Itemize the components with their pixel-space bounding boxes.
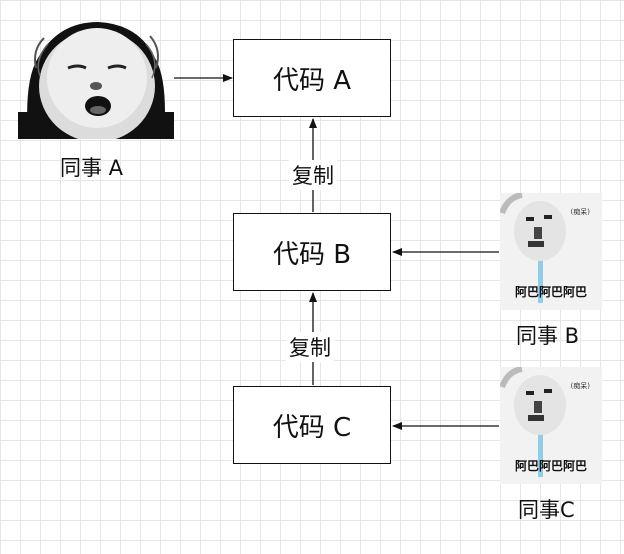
copy-label-c-to-b: 复制 — [286, 332, 334, 362]
person-c-face-icon — [500, 367, 602, 484]
code-b-label: 代码 B — [272, 239, 352, 270]
code-b-box: 代码 B — [233, 213, 391, 291]
code-c-box: 代码 C — [233, 386, 391, 464]
person-a-face-icon — [18, 22, 174, 139]
code-c-label: 代码 C — [272, 412, 352, 443]
person-a-label: 同事 A — [60, 156, 124, 180]
person-b-label: 同事 B — [516, 324, 580, 348]
person-c-avatar: (痴呆) 阿巴阿巴阿巴 — [500, 367, 602, 484]
person-c-meme-tag: (痴呆) — [570, 382, 590, 390]
person-c-label: 同事C — [518, 498, 575, 522]
copy-label-b-to-a: 复制 — [289, 160, 337, 190]
code-a-label: 代码 A — [272, 65, 352, 96]
code-a-box: 代码 A — [233, 39, 391, 117]
person-b-avatar: (痴呆) 阿巴阿巴阿巴 — [500, 193, 602, 310]
person-a-avatar — [18, 20, 174, 139]
person-b-meme-caption: 阿巴阿巴阿巴 — [514, 285, 587, 299]
person-b-meme-tag: (痴呆) — [570, 208, 590, 216]
person-c-meme-caption: 阿巴阿巴阿巴 — [514, 459, 587, 473]
person-b-face-icon — [500, 193, 602, 310]
